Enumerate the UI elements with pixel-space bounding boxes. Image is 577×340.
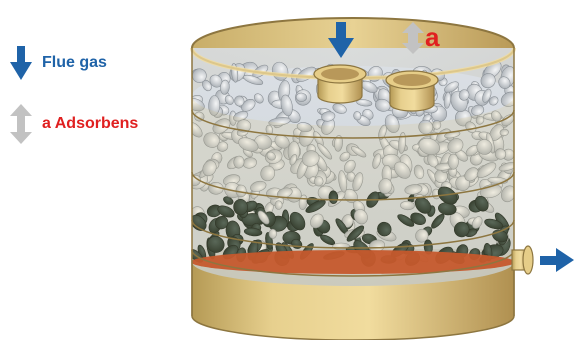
outlet-arrow-icon [540,248,574,272]
inlet-nozzle-flue-gas [314,65,366,103]
limestone-particle [296,93,307,102]
adsorbens-inlet-label: a [425,22,439,53]
outlet-nozzle [512,246,533,274]
inlet-nozzle-adsorbens [386,71,438,111]
